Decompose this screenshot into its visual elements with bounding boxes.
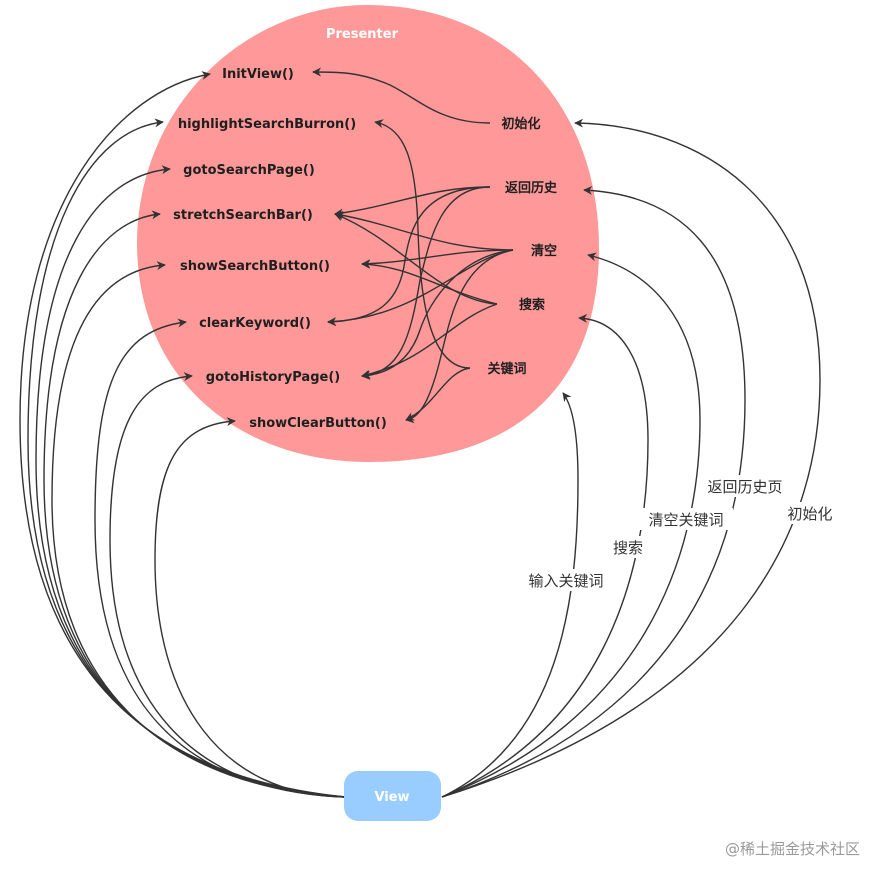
edge-search-stretch xyxy=(334,212,498,305)
edge-view-showclear xyxy=(154,417,346,798)
edge-view-search xyxy=(441,313,649,798)
edge-view-highlight xyxy=(27,118,346,798)
edge-view-gotosearch xyxy=(35,165,346,798)
edge-search-gotohistory xyxy=(361,303,498,379)
edge-label-init: 初始化 xyxy=(787,505,832,523)
edge-view-keyword xyxy=(441,392,579,798)
action-search: 搜索 xyxy=(519,297,545,313)
edge-view-gotohistory xyxy=(109,372,346,798)
method-clearkeyword: clearKeyword() xyxy=(199,316,311,331)
edge-label-input-keyword: 输入关键词 xyxy=(528,572,603,590)
edge-back-gotohistory xyxy=(361,186,491,380)
presenter-title: Presenter xyxy=(326,27,399,42)
edge-view-clearkeyword xyxy=(94,318,346,798)
method-gotosearchpage: gotoSearchPage() xyxy=(183,163,315,178)
edge-keyword-showclear xyxy=(405,367,471,421)
action-clear: 清空 xyxy=(531,243,557,259)
edges xyxy=(19,67,821,798)
edge-label-bg-search xyxy=(607,536,649,558)
method-initview: InitView() xyxy=(222,67,294,82)
edge-label-search: 搜索 xyxy=(613,539,643,557)
edge-label-bg-back-history-page xyxy=(698,475,793,497)
edge-keyword-highlight xyxy=(374,119,471,369)
presenter-container xyxy=(136,5,600,462)
method-showclearbutton: showClearButton() xyxy=(249,416,387,431)
method-highlightsearchburron: highlightSearchBurron() xyxy=(178,117,356,132)
edge-label-bg-input-keyword xyxy=(521,569,611,591)
edge-clear-showsearch xyxy=(361,249,514,269)
edge-view-back xyxy=(441,185,746,798)
view-label: View xyxy=(374,790,409,805)
method-stretchsearchbar: stretchSearchBar() xyxy=(173,208,313,223)
view-node xyxy=(344,771,441,821)
edge-label-back-history-page: 返回历史页 xyxy=(707,478,782,496)
edge-label-clear-keyword: 清空关键词 xyxy=(648,511,723,529)
edge-view-clear xyxy=(441,252,701,798)
edge-view-init xyxy=(441,118,821,798)
action-init: 初始化 xyxy=(501,116,540,132)
method-gotohistorypage: gotoHistoryPage() xyxy=(206,370,340,385)
watermark: @稀土掘金技术社区 xyxy=(725,840,860,858)
edge-clear-stretch xyxy=(334,210,514,251)
edge-view-initview xyxy=(19,70,346,798)
edge-clear-clearkeyword xyxy=(327,249,514,327)
edge-view-showsearch xyxy=(51,261,346,798)
edge-init-initview xyxy=(312,67,491,124)
edge-search-showsearch xyxy=(361,259,498,305)
action-keyword: 关键词 xyxy=(487,361,526,377)
method-showsearchbutton: showSearchButton() xyxy=(180,259,330,274)
edge-view-stretch xyxy=(43,210,346,798)
edge-label-bg-clear-keyword xyxy=(638,508,733,530)
action-back-history: 返回历史 xyxy=(505,180,558,196)
edge-label-bg-init xyxy=(780,502,840,524)
edge-clear-gotohistory xyxy=(361,249,514,380)
